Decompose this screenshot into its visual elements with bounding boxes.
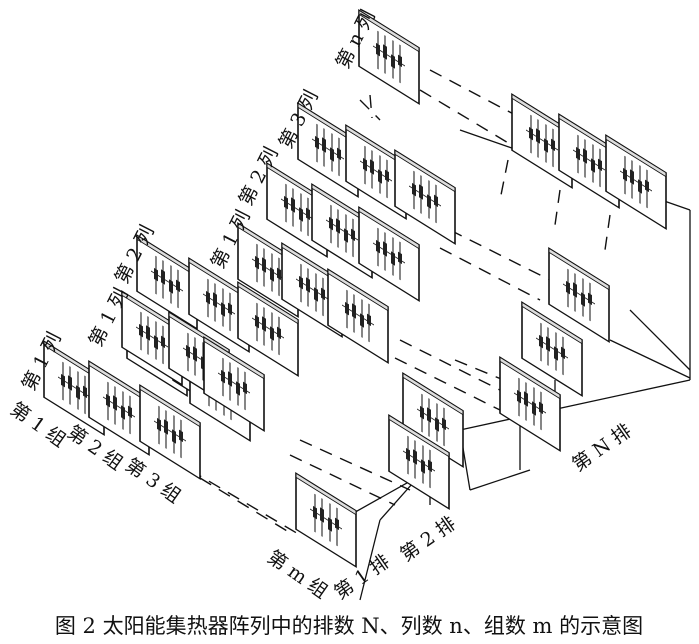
collector-panel [605, 133, 667, 231]
dashed-continuation-lines [189, 69, 611, 536]
group-label-m: 第 m 组 [263, 546, 331, 603]
collector-panel [237, 280, 299, 378]
collector-panel [521, 300, 583, 398]
collector-panel [358, 8, 420, 106]
collector-panel [511, 92, 573, 190]
row-labels: 第 1 排 第 2 排 第 N 排 [330, 420, 635, 604]
row-label-1: 第 1 排 [330, 550, 394, 604]
collector-panels [43, 8, 667, 569]
collector-panel [499, 355, 561, 453]
collector-panel [548, 246, 610, 344]
collector-panel [203, 335, 265, 433]
collector-panel [388, 413, 450, 511]
figure-caption: 图 2 太阳能集热器阵列中的排数 N、列数 n、组数 m 的示意图 [55, 614, 643, 638]
row-label-2: 第 2 排 [396, 512, 460, 566]
row-label-N: 第 N 排 [568, 420, 635, 476]
collector-panel [358, 205, 420, 303]
collector-panel [327, 267, 389, 365]
collector-panel [394, 148, 456, 246]
collector-panel [136, 233, 198, 331]
collector-panel [139, 383, 201, 481]
collector-panel [295, 471, 357, 569]
